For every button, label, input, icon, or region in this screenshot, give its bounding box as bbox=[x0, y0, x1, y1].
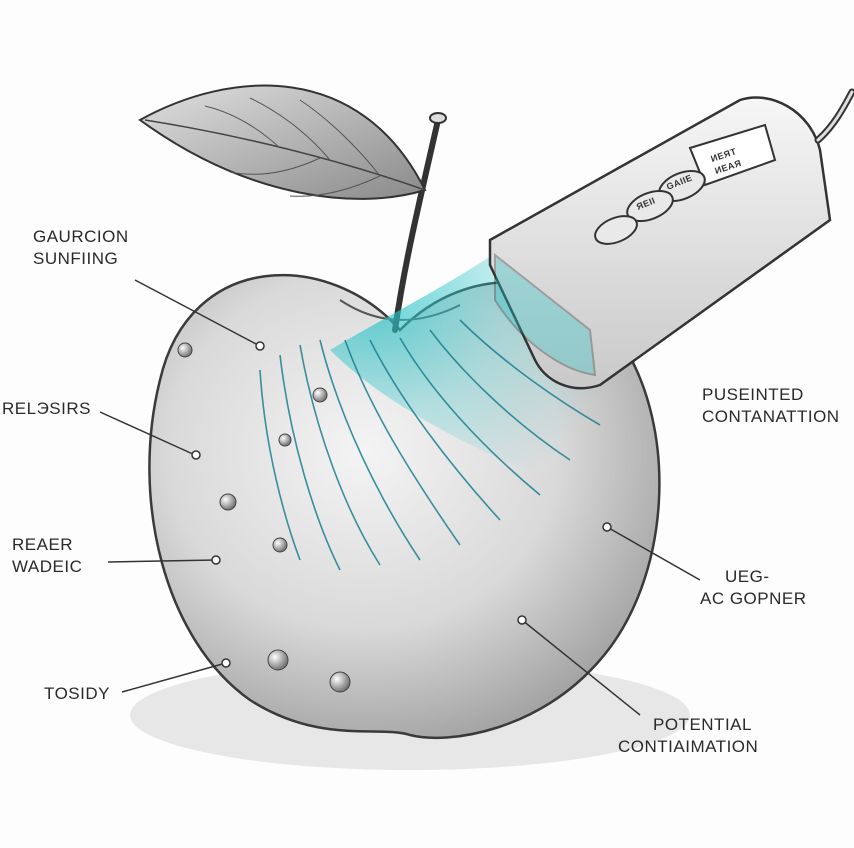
label-right-middle: UEG- AC GOPNER bbox=[700, 567, 807, 608]
label-left-upper: RELЭSIRS bbox=[2, 399, 91, 418]
scanner-device: ИЕЯТ ИЕАЯ GAIIE ЯEII bbox=[488, 88, 854, 390]
leader-anchors bbox=[191, 341, 612, 668]
label-left-bottom: TOSIDY bbox=[44, 684, 110, 703]
label-left-middle: REAER WADEIC bbox=[12, 535, 83, 576]
label-right-upper: PUSEINTED CONTANATTION bbox=[702, 385, 840, 426]
contaminant-dots bbox=[177, 342, 351, 693]
scanner-lens bbox=[494, 252, 597, 377]
label-right-bottom: POTENTIAL CONTIAIMATION bbox=[618, 715, 759, 756]
scanner-button-3[interactable] bbox=[591, 211, 641, 250]
apple-stem bbox=[392, 117, 441, 333]
apple-leaf bbox=[138, 84, 427, 200]
leaf-side-veins bbox=[204, 97, 381, 197]
scan-lines bbox=[259, 319, 601, 571]
leader-lines bbox=[99, 279, 701, 716]
scanner-button-2[interactable] bbox=[623, 185, 677, 227]
scanner-buttons: GAIIE ЯEII bbox=[591, 169, 706, 250]
label-top-left: GAURCION SUNFIING bbox=[33, 227, 129, 268]
leaf-vein bbox=[144, 119, 426, 191]
stem-tip bbox=[429, 112, 447, 124]
